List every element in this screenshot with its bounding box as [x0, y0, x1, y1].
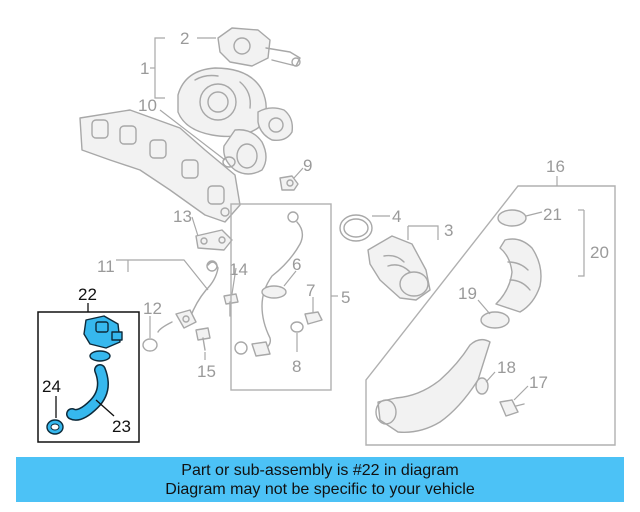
callout-1: 1 — [140, 59, 149, 78]
intake-pipe — [339, 214, 431, 301]
callout-19: 19 — [458, 284, 477, 303]
banner-line-1: Part or sub-assembly is #22 in diagram — [181, 462, 459, 479]
highlighted-part-22: 22 24 23 — [37, 285, 140, 443]
callout-4: 4 — [392, 207, 401, 226]
charge-air-pipe — [375, 209, 542, 433]
callout-23: 23 — [112, 417, 131, 436]
part-16-box — [365, 185, 616, 446]
callout-6: 6 — [292, 255, 301, 274]
banner-line-2: Diagram may not be specific to your vehi… — [165, 481, 475, 498]
callout-10: 10 — [138, 96, 157, 115]
callout-2: 2 — [180, 29, 189, 48]
oil-feed-line — [142, 229, 239, 352]
callout-5: 5 — [341, 288, 350, 307]
callout-22: 22 — [78, 285, 97, 304]
callout-12: 12 — [143, 299, 162, 318]
callout-20: 20 — [590, 243, 609, 262]
callout-24: 24 — [42, 377, 61, 396]
callout-15: 15 — [197, 362, 216, 381]
coolant-line — [234, 211, 323, 357]
callout-16: 16 — [546, 157, 565, 176]
callout-17: 17 — [529, 373, 548, 392]
callout-18: 18 — [497, 358, 516, 377]
callout-14: 14 — [229, 260, 248, 279]
callout-3: 3 — [444, 221, 453, 240]
part-9-sensor — [279, 175, 299, 191]
turbocharger-assembly — [79, 27, 301, 223]
part-5-box — [230, 203, 332, 391]
info-banner: Part or sub-assembly is #22 in diagram D… — [16, 457, 624, 502]
callout-21: 21 — [543, 205, 562, 224]
callout-13: 13 — [173, 207, 192, 226]
callout-9: 9 — [303, 156, 312, 175]
callout-8: 8 — [292, 357, 301, 376]
callout-11: 11 — [97, 257, 115, 276]
callout-7: 7 — [306, 281, 315, 300]
